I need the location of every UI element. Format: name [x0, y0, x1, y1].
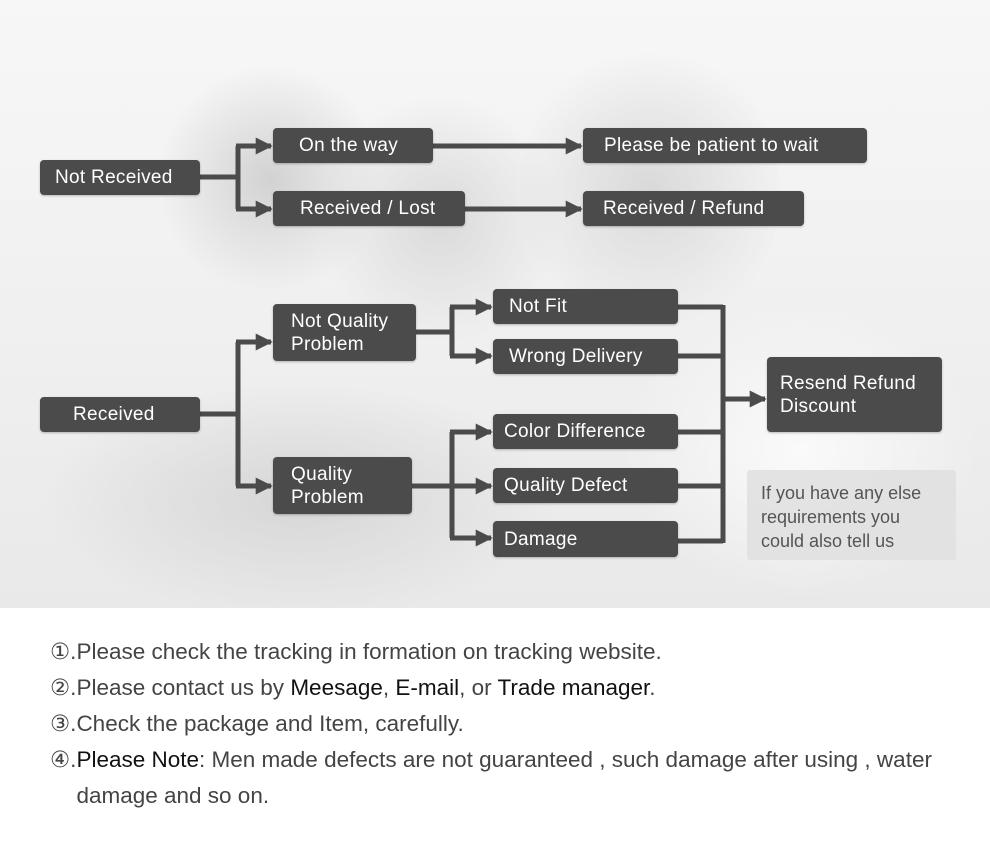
node-damage: Damage	[493, 521, 678, 557]
instruction-text-part: ,	[382, 675, 396, 700]
instruction-item: ②. Please contact us by Meesage, E-mail,…	[50, 670, 970, 706]
node-color-difference: Color Difference	[493, 414, 678, 449]
node-please-be-patient: Please be patient to wait	[583, 128, 867, 163]
instruction-text-part: , or	[459, 675, 498, 700]
node-on-the-way: On the way	[273, 128, 433, 163]
node-received: Received	[40, 397, 200, 432]
instruction-emphasis: Please Note	[76, 747, 200, 772]
instruction-number: ④.	[50, 747, 77, 772]
node-received-lost: Received / Lost	[273, 191, 465, 226]
instruction-item: ③. Check the package and Item, carefully…	[50, 706, 970, 742]
node-quality-problem: Quality Problem	[273, 457, 412, 514]
node-quality-defect: Quality Defect	[493, 468, 678, 503]
node-not-received: Not Received	[40, 160, 200, 195]
note-box: If you have any else requirements you co…	[747, 470, 956, 560]
node-label: Received / Lost	[300, 198, 436, 219]
instruction-text-part: : Men made defects are not guaranteed , …	[76, 747, 932, 808]
node-label: Wrong Delivery	[509, 346, 643, 367]
node-label: On the way	[299, 135, 399, 156]
node-not-fit: Not Fit	[493, 289, 678, 324]
instruction-text-part: .	[649, 675, 656, 700]
instruction-emphasis: Meesage	[290, 675, 383, 700]
node-label: Not Received	[55, 167, 173, 188]
node-label: Quality Defect	[504, 475, 628, 496]
node-label: Not Fit	[509, 296, 568, 317]
node-received-refund: Received / Refund	[583, 191, 804, 226]
instruction-text-part: Check the package and Item, carefully.	[76, 711, 464, 736]
node-label: Received	[73, 404, 155, 425]
node-label: Color Difference	[504, 421, 646, 442]
instruction-emphasis: E-mail	[395, 675, 460, 700]
node-label: Not Quality Problem	[291, 310, 389, 355]
instruction-list: ①. Please check the tracking in formatio…	[50, 634, 970, 814]
node-resend-refund-discount: Resend Refund Discount	[767, 357, 942, 432]
instruction-text: Check the package and Item, carefully.	[76, 706, 970, 742]
instruction-item: ④. Please Note: Men made defects are not…	[50, 742, 970, 814]
node-not-quality-problem: Not Quality Problem	[273, 304, 416, 361]
instruction-number: ①.	[50, 639, 77, 664]
instruction-text-part: Please check the tracking in formation o…	[76, 639, 662, 664]
node-label: Resend Refund Discount	[780, 372, 916, 417]
instruction-emphasis: Trade manager	[497, 675, 650, 700]
instruction-text-part: Please contact us by	[76, 675, 291, 700]
instruction-text: Please check the tracking in formation o…	[76, 634, 970, 670]
instruction-number: ②.	[50, 675, 77, 700]
node-label: Damage	[504, 528, 578, 550]
instruction-item: ①. Please check the tracking in formatio…	[50, 634, 970, 670]
instruction-text: Please contact us by Meesage, E-mail, or…	[76, 670, 970, 706]
diagram-connectors	[200, 137, 767, 547]
instruction-number: ③.	[50, 711, 77, 736]
node-label: Please be patient to wait	[604, 135, 819, 156]
instruction-text: Please Note: Men made defects are not gu…	[76, 742, 970, 814]
node-label: Received / Refund	[603, 198, 765, 219]
node-label: Quality Problem	[291, 463, 364, 508]
node-wrong-delivery: Wrong Delivery	[493, 339, 678, 374]
